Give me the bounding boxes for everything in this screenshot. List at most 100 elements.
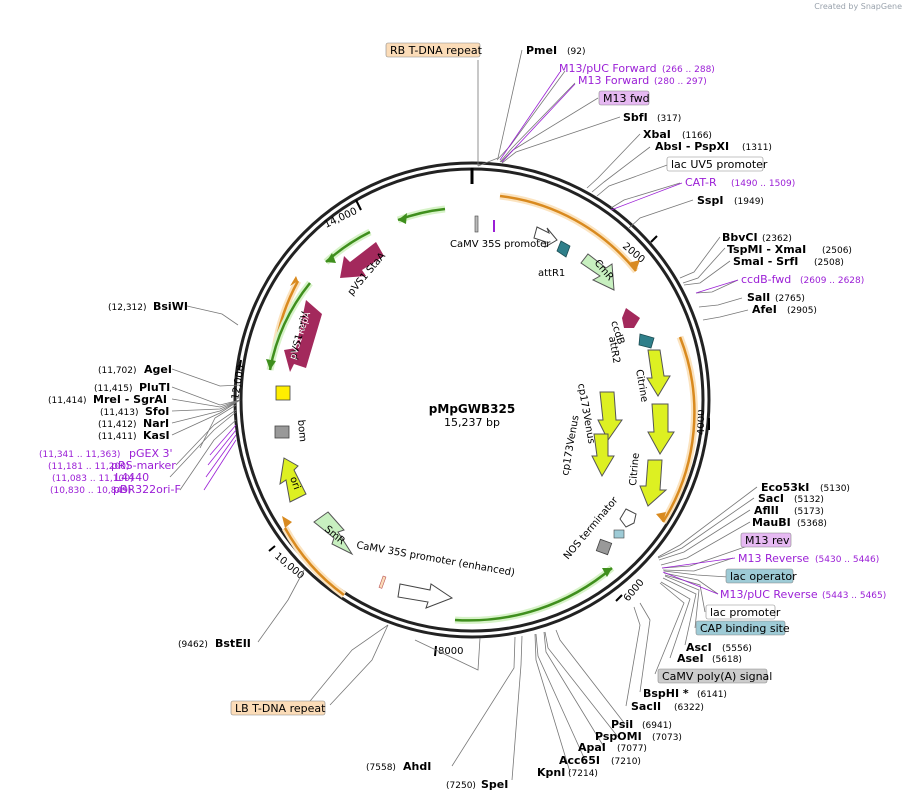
tick-14000 [355, 199, 362, 211]
site-pos: (6141) [697, 690, 727, 700]
site-pos: (6322) [674, 703, 704, 713]
camv35s-enhanced-arrow [397, 583, 454, 609]
bom-box [274, 425, 290, 439]
camv-polya-signal-label: CaMV poly(A) signal [662, 670, 772, 683]
primer-label: ccdB-fwd [741, 273, 791, 286]
primer-label: pBR322ori-F [113, 483, 181, 496]
cap-binding-site-label-box [695, 620, 786, 636]
green-arc-bottom [454, 567, 613, 622]
site-label: PmeI [526, 44, 557, 57]
tick-12000 [238, 359, 242, 371]
site-label: MreI - SgrAI [93, 393, 167, 406]
attR2-label: attR2 [606, 336, 622, 365]
site-pos: (2508) [814, 258, 844, 268]
site-pos: (5173) [794, 507, 824, 517]
m13-fwd-label: M13 fwd [603, 92, 650, 105]
plasmid-name: pMpGWB325 [429, 402, 515, 416]
lac-operator-label-box [725, 568, 794, 584]
m13-rev-label: M13 rev [745, 534, 790, 547]
primer-label: pGEX 3' [129, 447, 173, 460]
site-pos: (5618) [712, 655, 742, 665]
site-label: AfeI [752, 303, 777, 316]
site-label: SalI [747, 291, 770, 304]
site-pos: (2362) [762, 234, 792, 244]
site-pos: (2506) [822, 246, 852, 256]
site-label: KasI [143, 429, 170, 442]
site-label: PluTI [139, 381, 170, 394]
primer-pos: (10,830 .. 10,849) [50, 486, 131, 496]
site-pos: (12,312) [108, 303, 147, 313]
site-pos: (5368) [797, 519, 827, 529]
primer-label: M13/pUC Forward [559, 62, 657, 75]
site-label: NarI [143, 417, 169, 430]
lb-tdna-repeat-box [230, 700, 326, 716]
bom-label: bom [295, 419, 308, 442]
attR1-label: attR1 [538, 268, 565, 279]
primer-pos: (2609 .. 2628) [800, 276, 864, 286]
site-label: PsiI [611, 718, 633, 731]
site-label: BspHI * [643, 687, 689, 700]
nos-terminator-label: NOS terminator [562, 494, 621, 562]
site-pos: (317) [657, 114, 681, 124]
site-pos: (11,411) [98, 432, 137, 442]
citrine-arrow-1 [646, 349, 671, 397]
plasmid-length: 15,237 bp [444, 416, 500, 429]
cp173venus-arrow-2 [591, 433, 615, 478]
camv35s-enhanced-label: CaMV 35S promoter (enhanced) [355, 540, 515, 579]
site-pos: (1166) [682, 131, 712, 141]
camv35s-promoter-arrow [533, 226, 558, 248]
nos-terminator-arrow [619, 508, 637, 528]
site-pos: (5556) [722, 644, 752, 654]
rb-marker [474, 215, 479, 233]
site-label: BsiWI [153, 300, 188, 313]
site-label: SfoI [145, 405, 169, 418]
citrine-arrow-3 [639, 459, 668, 507]
pvs1-staa-arrow [340, 242, 384, 278]
backbone-outer [233, 161, 711, 639]
primer-pos: (1490 .. 1509) [731, 179, 795, 189]
tick-label-12000: 12,000 [230, 364, 247, 400]
tick-label-8000: 8000 [438, 646, 463, 657]
primers-group: M13/pUC Forward (266 .. 288) M13 Forward… [39, 62, 886, 601]
camv-polya-signal-box [657, 668, 768, 684]
primer-label: M13/pUC Reverse [720, 588, 818, 601]
tick-label-4000: 4000 [696, 410, 707, 435]
orange-arc-top [499, 194, 637, 272]
site-label: KpnI [537, 766, 565, 779]
ori-label: ori [287, 475, 302, 491]
boxed-labels: RB T-DNA repeat M13 fwd lac UV5 promoter… [230, 42, 797, 716]
cp173venus-label-1: cp173Venus [575, 383, 596, 445]
snapgene-credit: Created by SnapGene [814, 2, 902, 11]
site-label: AgeI [144, 363, 172, 376]
site-pos: (11,414) [48, 396, 87, 406]
site-pos: (11,702) [98, 366, 137, 376]
site-label: SbfI [623, 111, 648, 124]
site-pos: (7210) [611, 757, 641, 767]
m13-rev-box [740, 532, 792, 548]
primer-pos: (266 .. 288) [662, 65, 715, 75]
tick-2000 [650, 235, 658, 243]
ccdB-arrow [622, 308, 640, 328]
primer-pos: (11,181 .. 11,200) [48, 462, 129, 472]
citrine-arrow-2 [647, 403, 675, 455]
lac-operator-label: lac operator [730, 570, 797, 583]
site-pos: (2905) [787, 306, 817, 316]
rb-tdna-repeat-box [385, 42, 481, 58]
site-label: SpeI [481, 778, 508, 791]
lb-tdna-repeat-label: LB T-DNA repeat [235, 702, 326, 715]
site-label: SmaI - SrfI [733, 255, 798, 268]
site-pos: (5130) [820, 484, 850, 494]
site-pos: (92) [567, 47, 585, 57]
site-pos: (5132) [794, 495, 824, 505]
site-label: AhdI [403, 760, 431, 773]
primer-pos: (5430 .. 5446) [815, 555, 879, 565]
site-pos: (11,412) [98, 420, 137, 430]
site-pos: (6941) [642, 721, 672, 731]
site-pos: (7214) [568, 769, 598, 779]
site-pos: (2765) [775, 294, 805, 304]
primer-pos: (11,083 .. 11,100) [52, 474, 133, 484]
attR2-arrow [638, 333, 655, 349]
orange-arc-right [661, 336, 696, 523]
cap-binding-site-box [595, 538, 613, 556]
tick-8000 [434, 645, 437, 657]
